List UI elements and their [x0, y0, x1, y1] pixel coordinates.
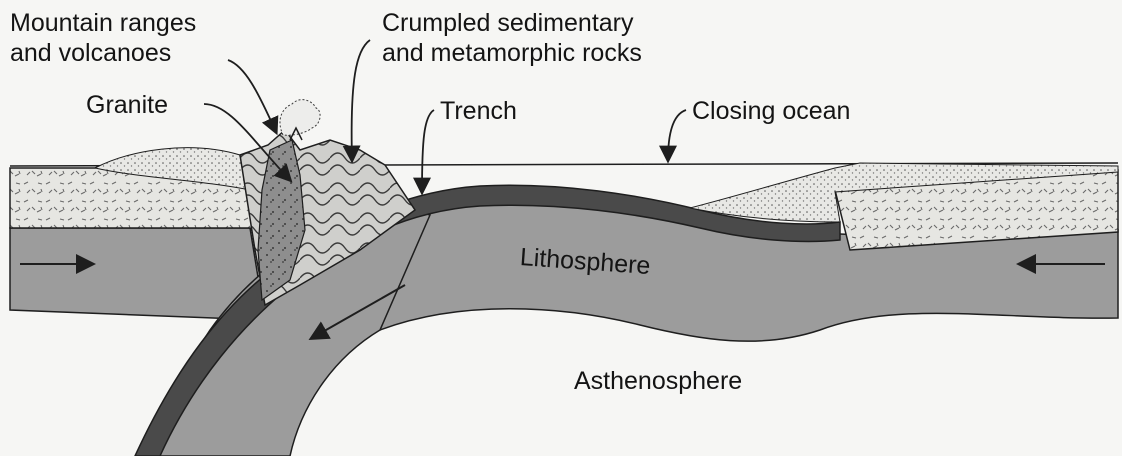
- label-trench: Trench: [440, 96, 517, 126]
- label-crumpled-rocks: Crumpled sedimentary and metamorphic roc…: [382, 8, 642, 68]
- label-closing-ocean: Closing ocean: [692, 96, 850, 126]
- label-mountain-ranges: Mountain ranges and volcanoes: [10, 8, 196, 68]
- label-asthenosphere: Asthenosphere: [574, 366, 742, 396]
- left-lithosphere: [10, 228, 265, 320]
- label-granite: Granite: [86, 90, 168, 120]
